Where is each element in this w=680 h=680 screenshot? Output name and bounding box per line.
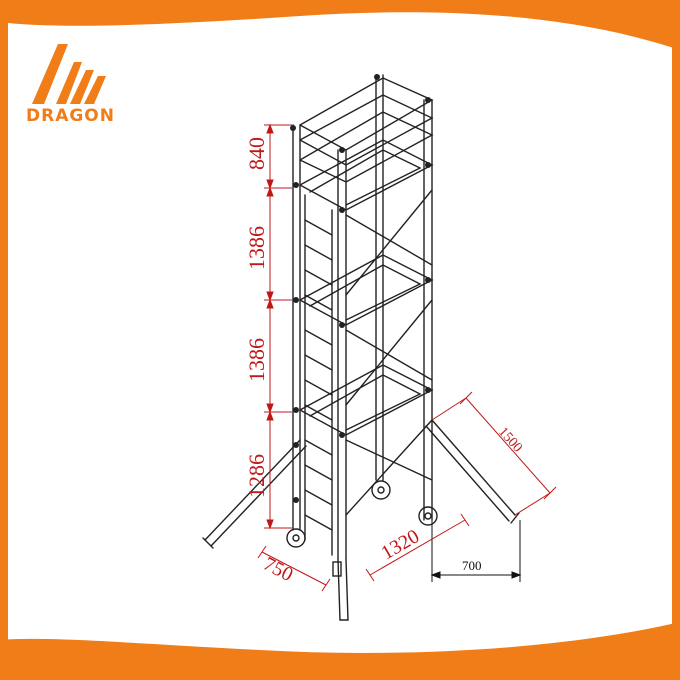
dim-height-mid2: 1386 xyxy=(244,338,269,382)
dragon-logo-icon xyxy=(32,44,106,104)
dim-outrigger-length: 1500 xyxy=(495,425,525,456)
ladder xyxy=(304,194,333,556)
caster-wheels xyxy=(286,480,438,577)
dim-outrigger-spread: 700 xyxy=(462,558,482,573)
dim-height-bottom: 1286 xyxy=(244,454,269,498)
platform-top xyxy=(299,139,434,211)
brand-name: DRAGON xyxy=(26,106,115,126)
outrigger-right xyxy=(425,419,520,524)
dim-height-top: 840 xyxy=(244,137,269,170)
platform-middle xyxy=(299,254,434,326)
dim-base-width: 750 xyxy=(260,553,297,586)
front-left-upright xyxy=(337,149,347,561)
brand-logo xyxy=(22,40,132,130)
platform-lower xyxy=(299,364,434,436)
outrigger-left xyxy=(202,439,307,549)
dim-base-length: 1320 xyxy=(378,525,424,564)
back-left-upright xyxy=(292,124,301,531)
dim-height-mid1: 1386 xyxy=(244,226,269,270)
